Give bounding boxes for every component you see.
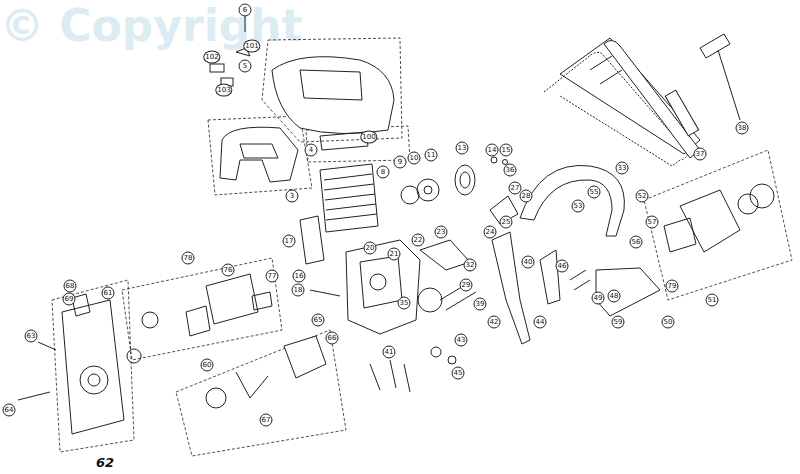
callout-number: 59 <box>612 316 625 329</box>
callout-number: 55 <box>588 186 601 199</box>
callout-number: 15 <box>500 144 513 157</box>
callout-number: 63 <box>25 330 38 343</box>
callout-number: 5 <box>239 60 252 73</box>
callout-number: 8 <box>377 166 390 179</box>
callout-number: 41 <box>383 346 396 359</box>
callout-number: 43 <box>455 334 468 347</box>
callout-number: 53 <box>572 200 585 213</box>
callout-number: 17 <box>283 235 296 248</box>
callout-number: 39 <box>474 298 487 311</box>
callout-number: 14 <box>486 144 499 157</box>
callout-number: 32 <box>464 259 477 272</box>
callout-number: 66 <box>326 332 339 345</box>
callout-number: 38 <box>736 122 749 135</box>
group-number: 62 <box>95 455 115 470</box>
callout-number: 68 <box>64 280 77 293</box>
callout-number: 100 <box>360 131 377 144</box>
callout-number: 28 <box>520 190 533 203</box>
callout-number: 35 <box>398 297 411 310</box>
callout-number: 29 <box>460 279 473 292</box>
callout-number: 76 <box>222 264 235 277</box>
callout-number: 60 <box>201 359 214 372</box>
callout-number: 33 <box>616 162 629 175</box>
callout-number: 21 <box>388 248 401 261</box>
callout-number: 67 <box>260 414 273 427</box>
callout-number: 4 <box>305 144 318 157</box>
callout-number: 102 <box>203 51 220 64</box>
callout-number: 9 <box>394 156 407 169</box>
callout-number: 37 <box>694 148 707 161</box>
callout-number: 6 <box>239 4 252 17</box>
callout-number: 10 <box>408 152 421 165</box>
callout-number: 52 <box>636 190 649 203</box>
callout-number: 79 <box>666 280 679 293</box>
callout-number: 22 <box>412 234 425 247</box>
callout-number: 3 <box>286 190 299 203</box>
callout-number: 48 <box>608 290 621 303</box>
callout-number: 23 <box>435 226 448 239</box>
callout-number: 36 <box>504 164 517 177</box>
callout-number: 57 <box>646 216 659 229</box>
callout-number: 51 <box>706 294 719 307</box>
callout-number: 18 <box>292 284 305 297</box>
callout-number: 13 <box>456 142 469 155</box>
callout-number: 24 <box>484 226 497 239</box>
callout-number: 61 <box>102 287 115 300</box>
callout-number: 77 <box>266 270 279 283</box>
callout-number: 11 <box>425 149 438 162</box>
callout-number: 45 <box>452 367 465 380</box>
callout-number: 44 <box>534 316 547 329</box>
callout-number: 69 <box>63 293 76 306</box>
callout-number: 56 <box>630 236 643 249</box>
callout-number: 20 <box>364 242 377 255</box>
callout-number: 78 <box>182 252 195 265</box>
callout-number: 103 <box>215 84 232 97</box>
callout-number: 40 <box>522 256 535 269</box>
callout-number: 25 <box>500 216 513 229</box>
callout-number: 64 <box>3 404 16 417</box>
callout-number: 46 <box>556 260 569 273</box>
callout-number: 42 <box>488 316 501 329</box>
callout-number: 49 <box>592 292 605 305</box>
callout-number: 65 <box>312 314 325 327</box>
callout-number: 50 <box>662 316 675 329</box>
callout-number: 16 <box>293 270 306 283</box>
